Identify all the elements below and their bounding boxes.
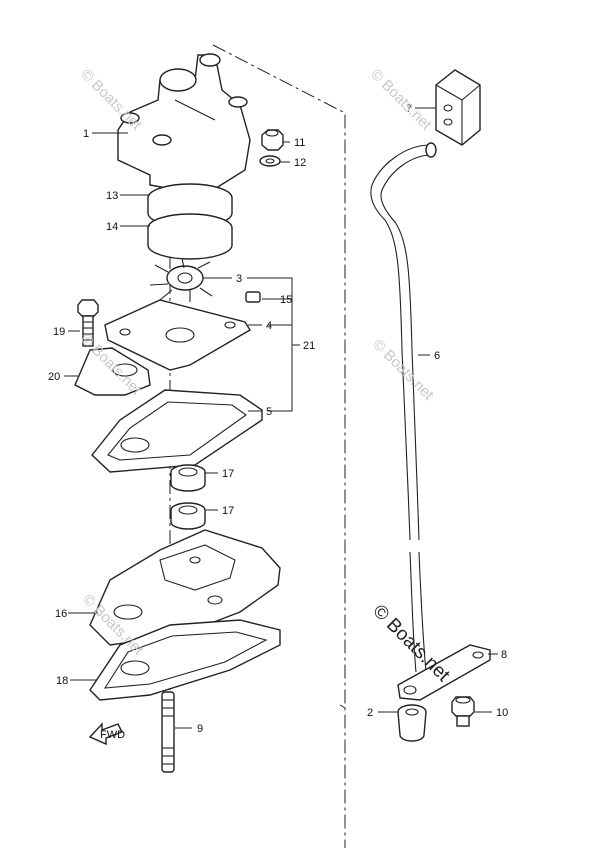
- callout-5: 5: [266, 406, 272, 418]
- callout-21: 21: [303, 340, 315, 352]
- leader-lines: [64, 107, 498, 729]
- water-tube-grommet[interactable]: [435, 69, 481, 146]
- tube-bushing[interactable]: [397, 704, 427, 742]
- fwd-label: FWD: [100, 729, 125, 741]
- watermark-top-right: © Boats.net: [367, 66, 435, 134]
- watermark-mid-right: © Boats.net: [369, 336, 437, 404]
- callout-19: 19: [53, 326, 65, 338]
- tube-retaining-plate[interactable]: [397, 644, 491, 701]
- callout-17-lower: 17: [222, 505, 234, 517]
- callout-11: 11: [294, 137, 305, 149]
- assembly-outline: [212, 44, 346, 848]
- gasket[interactable]: [91, 389, 263, 473]
- callout-12: 12: [294, 157, 306, 169]
- callout-7: 7: [406, 103, 412, 115]
- callout-3: 3: [236, 273, 242, 285]
- callout-9: 9: [197, 723, 203, 735]
- lower-gasket[interactable]: [89, 619, 281, 701]
- plate-bolt[interactable]: [451, 696, 475, 727]
- callout-4: 4: [266, 320, 272, 332]
- callout-13: 13: [106, 190, 118, 202]
- callout-17-upper: 17: [222, 468, 234, 480]
- callout-6: 6: [434, 350, 440, 362]
- oil-seal-upper[interactable]: [170, 464, 206, 492]
- impeller-key[interactable]: [245, 291, 261, 303]
- callout-8: 8: [501, 649, 507, 661]
- seal-ring[interactable]: [147, 213, 233, 260]
- impeller[interactable]: [149, 257, 220, 302]
- pump-plate[interactable]: [104, 299, 251, 371]
- oil-seal-lower[interactable]: [170, 502, 206, 530]
- callout-10: 10: [496, 707, 508, 719]
- stud-bolt[interactable]: [161, 691, 175, 773]
- callout-16: 16: [55, 608, 67, 620]
- forward-direction-arrow: FWD: [88, 722, 125, 746]
- watermark-lower-right: © Boats.net: [368, 601, 454, 687]
- watermark-top-left: © Boats.net: [77, 66, 145, 134]
- callout-15: 15: [280, 294, 292, 306]
- callout-14: 14: [106, 221, 118, 233]
- nut[interactable]: [261, 129, 284, 151]
- washer[interactable]: [259, 155, 281, 167]
- guide-plate[interactable]: [74, 347, 151, 396]
- water-tube[interactable]: [370, 142, 437, 673]
- bolt[interactable]: [77, 299, 99, 347]
- callout-20: 20: [48, 371, 60, 383]
- callout-1: 1: [83, 128, 89, 140]
- pump-case[interactable]: [117, 53, 251, 196]
- callout-18: 18: [56, 675, 68, 687]
- assembly-outline-lower: [339, 704, 346, 709]
- callout-2: 2: [367, 707, 373, 719]
